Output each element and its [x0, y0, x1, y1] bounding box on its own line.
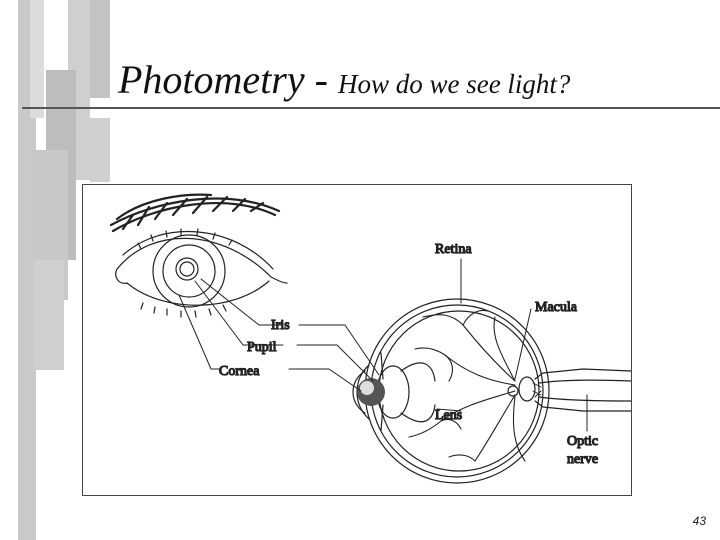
cross-section-leaders: [288, 258, 588, 432]
title-main: Photometry: [118, 57, 305, 102]
label-cornea: Cornea: [219, 364, 260, 379]
label-pupil: Pupil: [247, 340, 277, 355]
label-macula: Macula: [535, 300, 578, 315]
external-eye: [115, 228, 288, 318]
pupil-outline: [175, 257, 199, 281]
decorative-bar: [90, 118, 110, 182]
decorative-bar: [18, 0, 36, 540]
external-eye-leaders: [178, 278, 284, 370]
eye-diagram: Retina Macula Iris Pupil Cornea Lens Opt…: [109, 193, 631, 484]
iris-section: [380, 352, 384, 432]
title-rule: [22, 107, 720, 109]
title-subtitle: How do we see light?: [337, 69, 571, 99]
label-iris: Iris: [271, 318, 290, 333]
eyeball-cross-section: [352, 298, 631, 484]
upper-eyelid: [116, 237, 272, 278]
decorative-bar: [34, 260, 64, 370]
iris-inner-ring: [162, 244, 216, 298]
lower-eyelid: [126, 280, 270, 306]
decorative-bar: [88, 0, 110, 98]
page-number: 43: [692, 514, 706, 528]
slide-title: Photometry - How do we see light?: [118, 56, 570, 103]
label-nerve: nerve: [567, 452, 598, 467]
iris-outline: [152, 234, 226, 308]
label-lens: Lens: [435, 408, 462, 423]
decorative-bar: [30, 0, 44, 118]
retinal-vessels: [408, 309, 526, 462]
upper-lid-crease: [122, 230, 274, 270]
choroid-outline: [370, 304, 544, 478]
label-optic: Optic: [567, 434, 598, 449]
optic-nerve: [507, 368, 631, 412]
label-retina: Retina: [435, 242, 472, 257]
eyebrow: [109, 193, 281, 233]
eye-diagram-figure: Retina Macula Iris Pupil Cornea Lens Opt…: [82, 184, 632, 496]
title-separator: -: [304, 57, 338, 102]
